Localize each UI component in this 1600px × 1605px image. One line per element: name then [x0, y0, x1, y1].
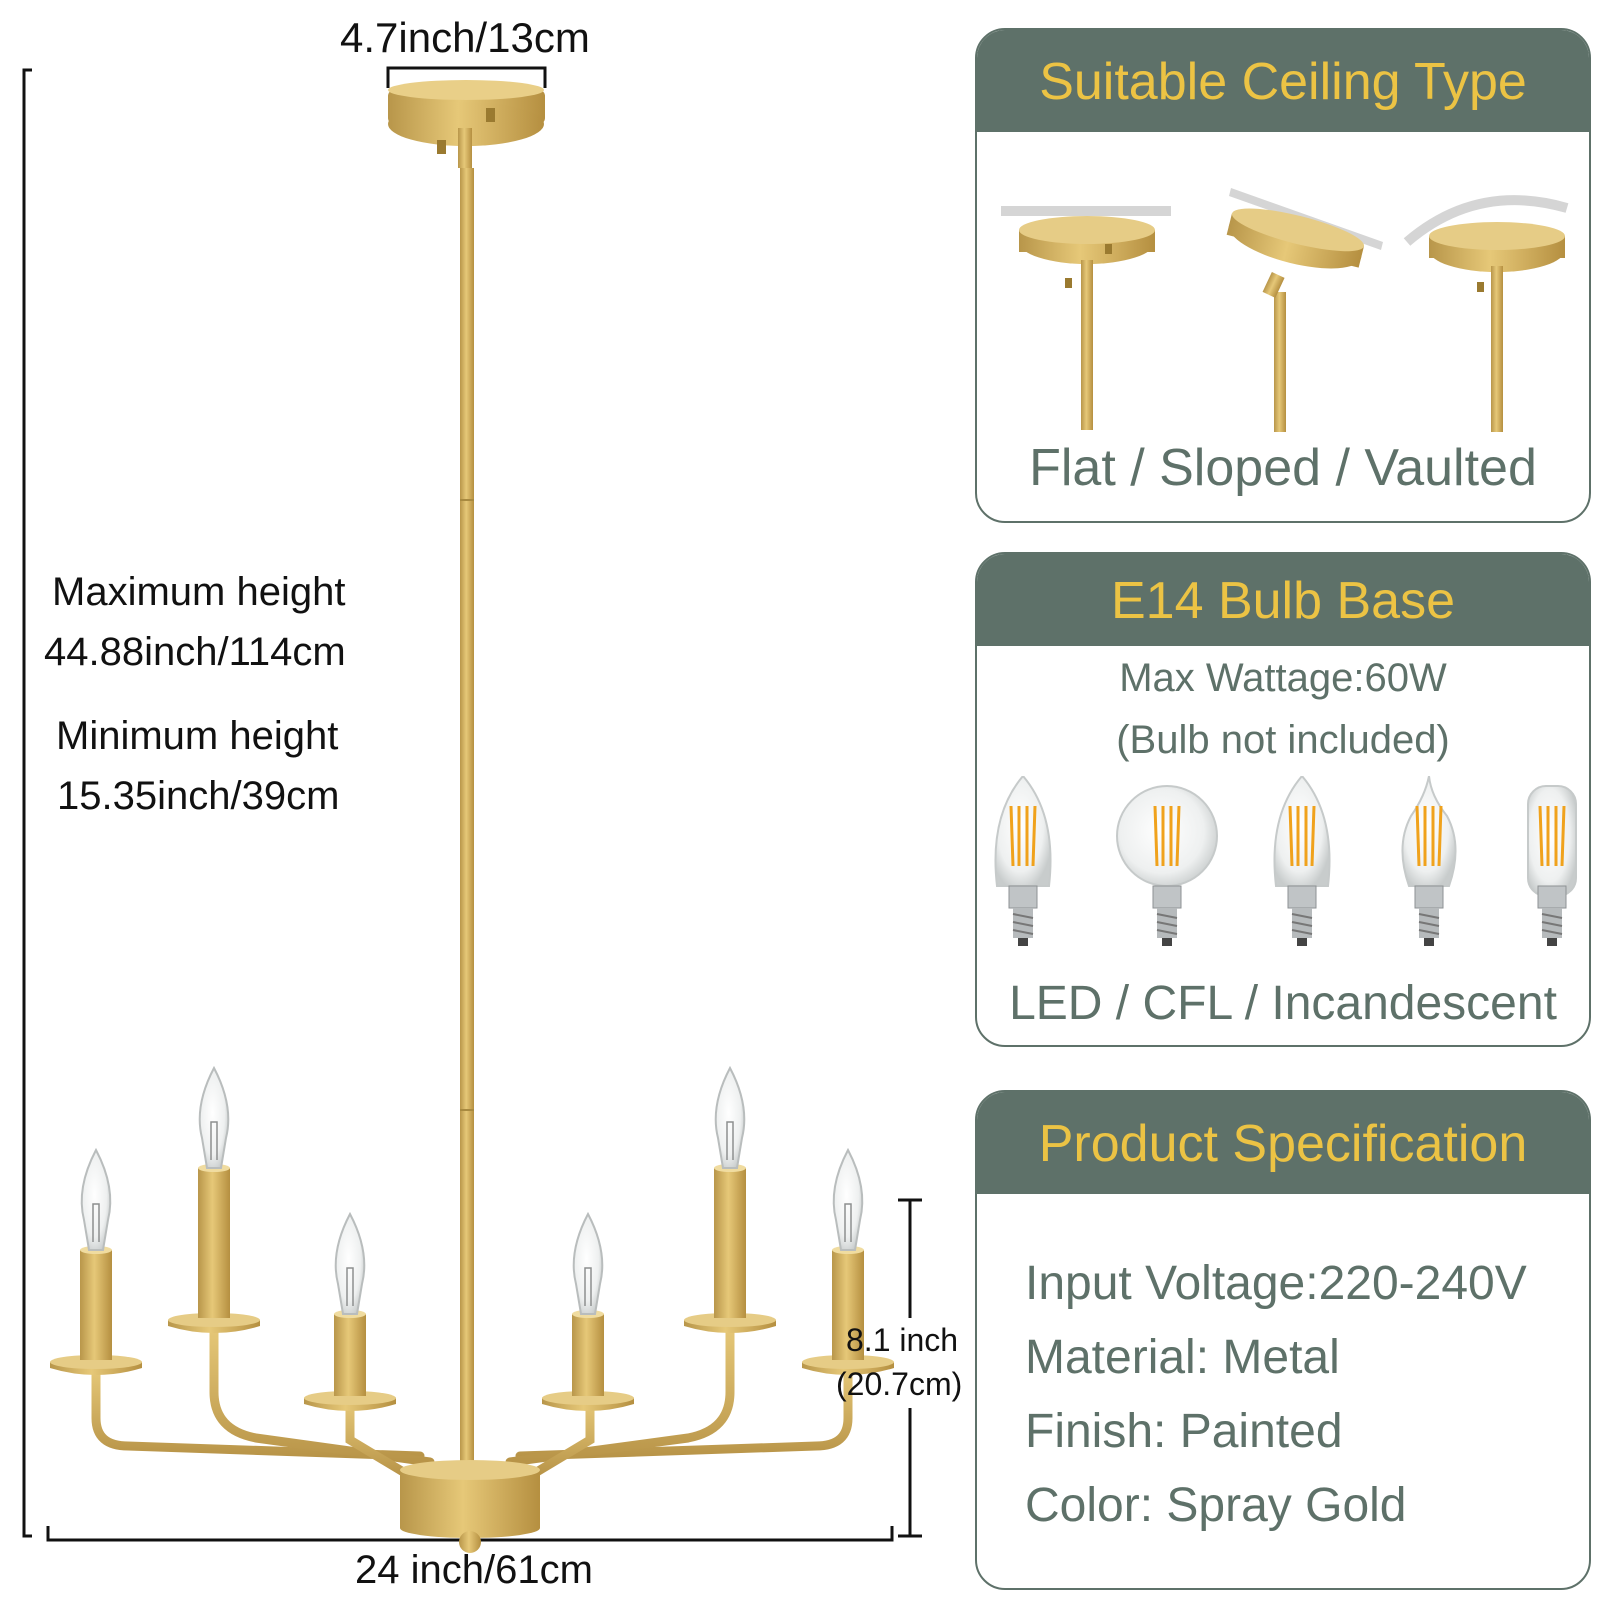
min-height-value: 15.35inch/39cm [57, 774, 340, 818]
chandelier-illustration [22, 66, 922, 1553]
candle-bulb-icon [994, 776, 1052, 946]
spec-finish: Finish: Painted [1025, 1405, 1343, 1458]
candle-socket [542, 1211, 634, 1411]
chandelier-diagram [22, 66, 922, 1553]
ceiling-type-title: Suitable Ceiling Type [977, 30, 1589, 132]
bulb-base-title: E14 Bulb Base [977, 554, 1589, 646]
total-width-label: 24 inch/61cm [355, 1548, 593, 1592]
torpedo-bulb-icon [1273, 776, 1331, 946]
product-specification-title: Product Specification [977, 1092, 1589, 1194]
down-rod [460, 168, 474, 1464]
center-hub [400, 1460, 540, 1553]
bulb-not-included-text: (Bulb not included) [1116, 718, 1450, 762]
body-height-bracket [898, 1198, 922, 1538]
ceiling-type-footer: Flat / Sloped / Vaulted [1029, 439, 1537, 497]
height-bracket [22, 68, 32, 1538]
candle-socket [168, 1065, 260, 1333]
chandelier-arms [91, 1327, 853, 1481]
flame-tip-bulb-icon [1401, 776, 1457, 946]
max-height-label: Maximum height [52, 570, 346, 614]
product-specification-panel: Product Specification Input Voltage:220-… [975, 1090, 1591, 1590]
spec-color: Color: Spray Gold [1025, 1479, 1407, 1532]
body-height-metric: (20.7cm) [836, 1366, 963, 1402]
candle-sockets [50, 1065, 894, 1411]
flat-ceiling-icon [1001, 206, 1171, 430]
max-height-value: 44.88inch/114cm [44, 630, 346, 674]
tubular-bulb-icon [1527, 785, 1577, 946]
canopy-width-label: 4.7inch/13cm [340, 14, 590, 61]
min-height-label: Minimum height [56, 714, 339, 758]
candle-socket [304, 1211, 396, 1411]
ceiling-type-illustrations [1001, 188, 1569, 432]
canopy [388, 80, 545, 168]
candle-socket [50, 1147, 142, 1375]
vaulted-ceiling-icon [1403, 195, 1569, 432]
ceiling-type-panel: Suitable Ceiling Type [975, 28, 1591, 523]
candle-socket [684, 1065, 776, 1333]
bulb-type-footer: LED / CFL / Incandescent [1009, 977, 1557, 1030]
sloped-ceiling-icon [1226, 188, 1383, 432]
candle-socket [802, 1147, 894, 1375]
max-wattage-text: Max Wattage:60W [1119, 656, 1447, 700]
bulb-type-illustrations [994, 776, 1577, 946]
canopy-width-bracket [386, 66, 547, 88]
spec-input-voltage: Input Voltage:220-240V [1025, 1257, 1527, 1310]
spec-material: Material: Metal [1025, 1331, 1340, 1384]
bulb-base-panel: E14 Bulb Base Max Wattage:60W (Bulb not … [975, 552, 1591, 1047]
body-height-value: 8.1 inch [846, 1322, 959, 1358]
globe-bulb-icon [1116, 785, 1218, 946]
